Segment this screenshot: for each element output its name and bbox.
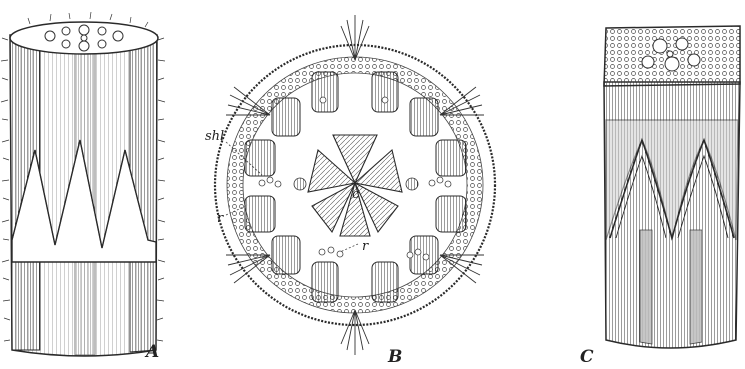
annotation-r-mid: r — [362, 239, 369, 254]
annotation-r-left: r — [217, 211, 224, 226]
figure-c-stem — [604, 26, 740, 348]
figure-b-cross-section — [215, 15, 495, 355]
figure-a-stem — [1, 12, 165, 356]
annotation-shl: shl — [205, 129, 224, 144]
annotation-c: c — [352, 187, 360, 202]
figure-c-letter: C — [580, 347, 594, 367]
figure-a-letter: A — [144, 342, 159, 362]
figure-b-letter: B — [387, 347, 402, 367]
